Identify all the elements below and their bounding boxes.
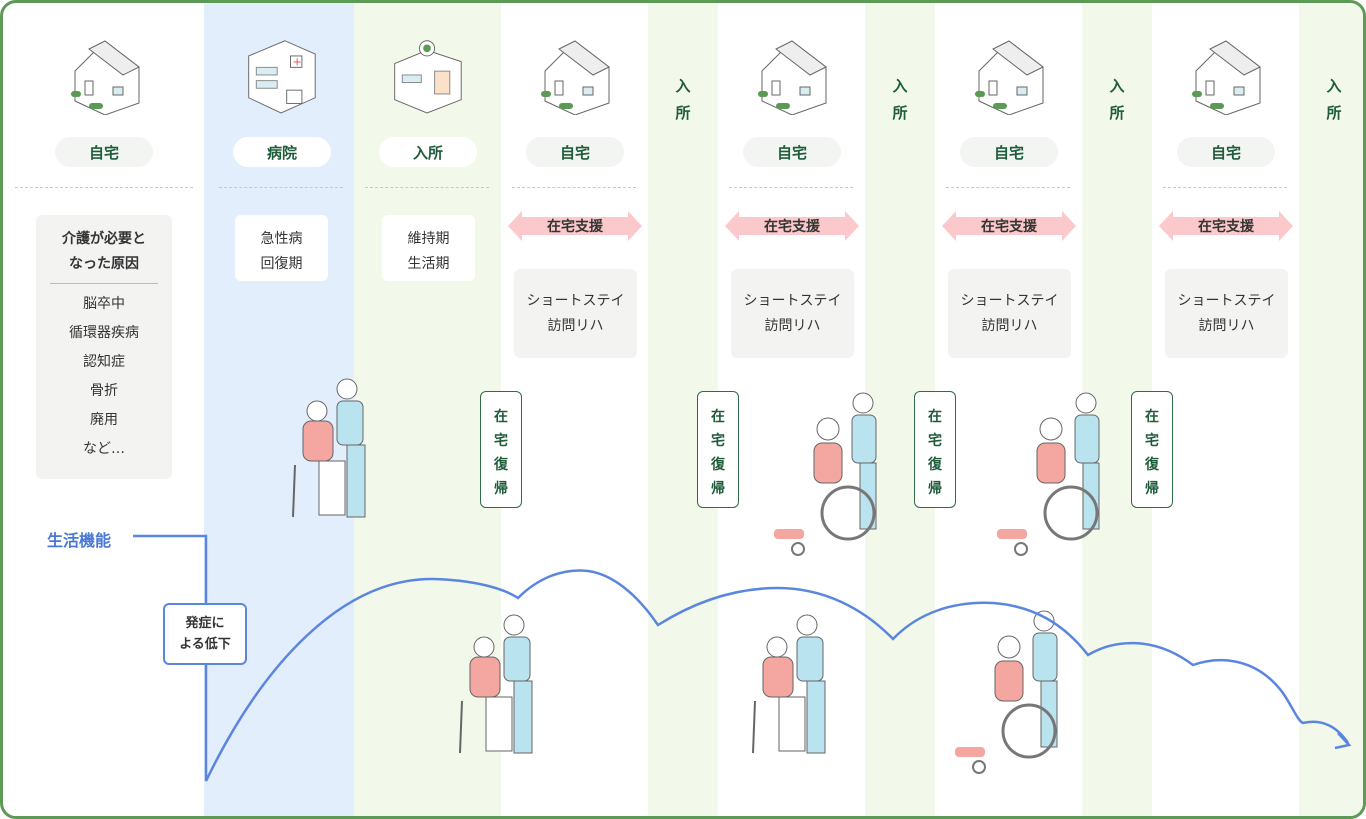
stage-home: 自宅 [743, 137, 841, 167]
return-home-box: 在宅復帰 [480, 391, 522, 508]
wheelchair-illustration [774, 392, 877, 556]
care-facility-icon [394, 40, 462, 114]
stage-home: 自宅 [1177, 137, 1275, 167]
admission-label: 入所 [675, 77, 691, 122]
divider [365, 187, 489, 188]
wheelchair-illustration [955, 610, 1058, 774]
house-icon [541, 40, 610, 115]
hospital-phase-box: 急性病回復期 [235, 215, 328, 281]
return-home-box: 在宅復帰 [697, 391, 739, 508]
cause-item: 脳卒中 [83, 296, 125, 312]
caregiver-walking-illustration [752, 614, 826, 754]
service-box: ショートステイ訪問リハ [731, 269, 854, 358]
cause-title: 介護が必要と [62, 231, 146, 247]
return-home-box: 在宅復帰 [914, 391, 956, 508]
stage-home: 自宅 [526, 137, 624, 167]
home-support-arrow: 在宅支援 [508, 207, 642, 245]
divider [15, 187, 193, 188]
life-function-curve [133, 534, 1352, 782]
life-function-label: 生活機能 [47, 531, 112, 550]
cause-item: 認知症 [83, 354, 125, 370]
divider [219, 187, 343, 188]
stage-home: 自宅 [960, 137, 1058, 167]
cause-item: 骨折 [90, 383, 118, 399]
return-home-box: 在宅復帰 [1131, 391, 1173, 508]
cause-title: なった原因 [69, 256, 139, 272]
home-support-arrow: 在宅支援 [1159, 207, 1293, 245]
divider [729, 187, 853, 188]
cause-item: 廃用 [90, 412, 118, 428]
admission-label: 入所 [1109, 77, 1125, 122]
house-icon [1192, 40, 1261, 115]
facility-phase-box: 維持期生活期 [382, 215, 475, 281]
home-support-arrow: 在宅支援 [725, 207, 859, 245]
divider [946, 187, 1070, 188]
arrow-head-icon [1334, 732, 1352, 750]
cause-item: 循環器疾病 [69, 325, 139, 341]
home-support-arrow: 在宅支援 [942, 207, 1076, 245]
divider [1163, 187, 1287, 188]
divider [512, 187, 636, 188]
admission-band-4 [1299, 3, 1363, 816]
svg-text:+: + [292, 54, 302, 68]
hospital-icon: + [248, 40, 316, 114]
stage-hospital: 病院 [233, 137, 331, 167]
admission-label: 入所 [1326, 77, 1342, 122]
cause-box: 介護が必要と なった原因 脳卒中 循環器疾病 認知症 骨折 廃用 など… [36, 215, 172, 479]
service-box: ショートステイ訪問リハ [948, 269, 1071, 358]
house-icon [975, 40, 1044, 115]
caregiver-walking-illustration [292, 378, 366, 518]
caregiver-walking-illustration [459, 614, 533, 754]
stage-home: 自宅 [55, 137, 153, 167]
house-icon [758, 40, 827, 115]
stage-facility: 入所 [379, 137, 477, 167]
cause-item: など… [83, 441, 125, 457]
service-box: ショートステイ訪問リハ [514, 269, 637, 358]
admission-label: 入所 [892, 77, 908, 122]
wheelchair-illustration [997, 392, 1100, 556]
decline-label: 発症による低下 [163, 603, 247, 665]
service-box: ショートステイ訪問リハ [1165, 269, 1288, 358]
house-icon [71, 40, 140, 115]
